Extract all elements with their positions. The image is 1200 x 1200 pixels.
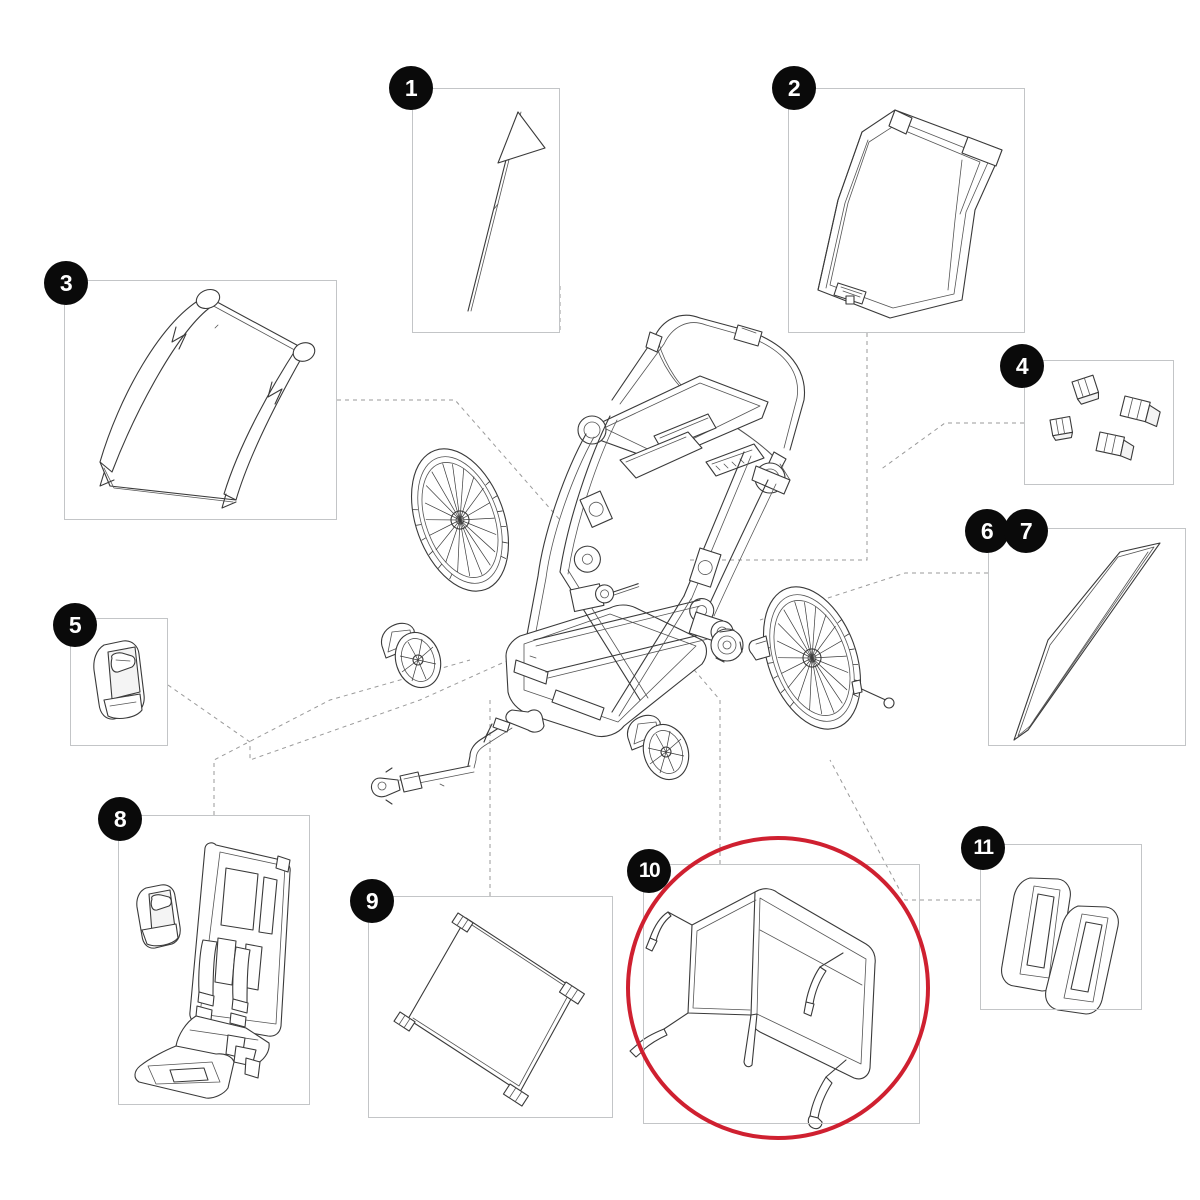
art-safety-flag [467, 111, 546, 312]
callout-box-6-7[interactable] [988, 528, 1186, 746]
callout-box-3[interactable] [64, 280, 337, 520]
art-side-panels [1013, 542, 1161, 741]
item-badge-2[interactable]: 2 [772, 66, 816, 110]
item-badge-4[interactable]: 4 [1000, 344, 1044, 388]
callout-box-2[interactable] [788, 88, 1025, 333]
item-badge-3[interactable]: 3 [44, 261, 88, 305]
art-floor-panel [393, 912, 586, 1107]
item-badge-7[interactable]: 7 [1004, 509, 1048, 553]
callout-box-5[interactable] [70, 618, 168, 746]
callout-box-4[interactable] [1024, 360, 1174, 485]
item-badge-5[interactable]: 5 [53, 603, 97, 647]
art-strap-clips [1049, 374, 1161, 461]
item-badge-9[interactable]: 9 [350, 879, 394, 923]
item-badge-11[interactable]: 11 [961, 826, 1005, 870]
callout-box-1[interactable] [412, 88, 560, 333]
highlight-ring-item-10 [626, 836, 930, 1140]
callout-box-11[interactable] [980, 844, 1142, 1010]
art-fender-guards [1001, 877, 1119, 1015]
art-mesh-screen [99, 288, 316, 509]
item-badge-10[interactable]: 10 [627, 849, 671, 893]
art-seat-harness [134, 842, 291, 1099]
art-chassis-assembly [370, 314, 895, 805]
art-rain-cover [817, 109, 1003, 319]
leader-lines [167, 285, 1024, 901]
art-harness-buckle [93, 640, 145, 720]
callout-box-9[interactable] [368, 896, 613, 1118]
callout-box-8[interactable] [118, 815, 310, 1105]
item-badge-6[interactable]: 6 [965, 509, 1009, 553]
item-badge-1[interactable]: 1 [389, 66, 433, 110]
item-badge-8[interactable]: 8 [98, 797, 142, 841]
